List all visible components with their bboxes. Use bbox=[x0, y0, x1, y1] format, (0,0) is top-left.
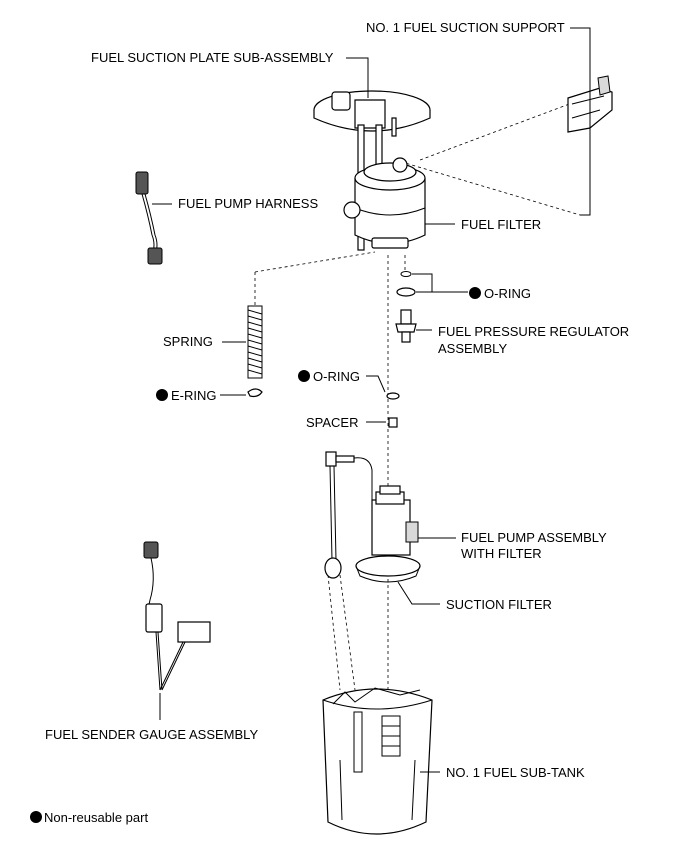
ering-part bbox=[247, 388, 263, 398]
nonreusable-mark-icon bbox=[469, 287, 481, 299]
fuel-sender-gauge-part bbox=[143, 541, 211, 691]
spacer-part bbox=[388, 417, 398, 428]
nonreusable-mark-icon bbox=[30, 811, 42, 823]
legend-text: Non-reusable part bbox=[44, 810, 148, 825]
sender-label: FUEL SENDER GAUGE ASSEMBLY bbox=[45, 727, 258, 742]
fuel-filter-part bbox=[343, 157, 426, 249]
spring-part bbox=[247, 305, 263, 379]
support-label: NO. 1 FUEL SUCTION SUPPORT bbox=[366, 20, 565, 35]
support-leader bbox=[570, 27, 591, 216]
plate-label: FUEL SUCTION PLATE SUB-ASSEMBLY bbox=[91, 50, 334, 65]
ering-label: E-RING bbox=[171, 388, 217, 403]
pump-label-line1: FUEL PUMP ASSEMBLY bbox=[461, 530, 607, 545]
oring-top-parts bbox=[396, 271, 416, 297]
plate-leader bbox=[346, 57, 369, 98]
harness-label: FUEL PUMP HARNESS bbox=[178, 196, 318, 211]
spring-label: SPRING bbox=[163, 334, 213, 349]
nonreusable-mark-icon bbox=[156, 389, 168, 401]
suction-filter-label: SUCTION FILTER bbox=[446, 597, 552, 612]
pump-label-line2: WITH FILTER bbox=[461, 546, 542, 561]
fuel-pump-harness-part bbox=[135, 171, 163, 265]
oring-top-label: O-RING bbox=[484, 286, 531, 301]
fuel-subtank-part bbox=[322, 687, 433, 835]
regulator-label-line2: ASSEMBLY bbox=[438, 341, 507, 356]
oring-mid-label: O-RING bbox=[313, 369, 360, 384]
oring-mid-part bbox=[386, 392, 400, 400]
fuel-pump-assembly-part bbox=[324, 451, 421, 583]
filter-label: FUEL FILTER bbox=[461, 217, 541, 232]
spacer-label: SPACER bbox=[306, 415, 359, 430]
regulator-label-line1: FUEL PRESSURE REGULATOR bbox=[438, 324, 629, 339]
fuel-pressure-regulator-part bbox=[395, 309, 417, 343]
nonreusable-mark-icon bbox=[298, 370, 310, 382]
oring-top-leader bbox=[412, 273, 468, 293]
subtank-label: NO. 1 FUEL SUB-TANK bbox=[446, 765, 585, 780]
suction-filter-leader bbox=[397, 581, 440, 605]
oring-mid-leader bbox=[366, 375, 386, 393]
